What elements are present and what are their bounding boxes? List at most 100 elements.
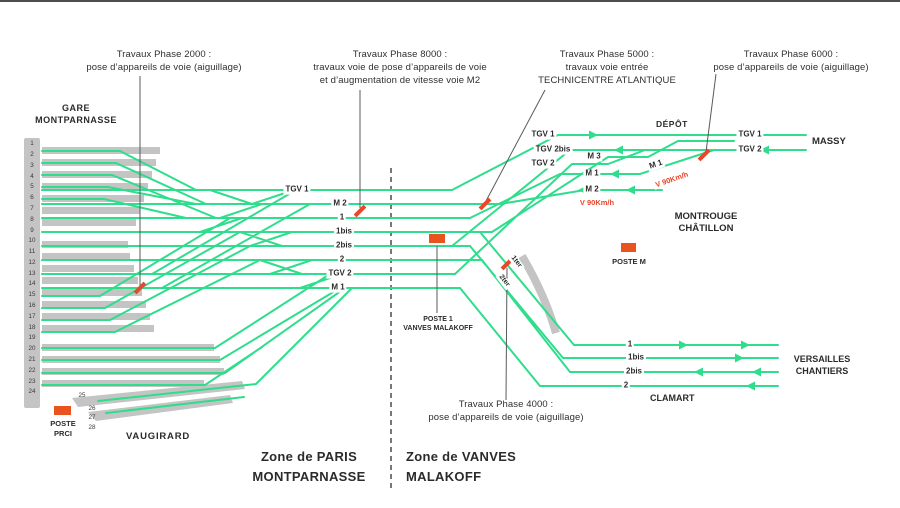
track-network <box>41 134 807 414</box>
annotation-phase-8000: Travaux Phase 8000 : travaux voie de pos… <box>298 49 502 87</box>
annotation-phase-5000-title: Travaux Phase 5000 : <box>559 49 655 60</box>
platform-number: 22 <box>28 367 36 374</box>
platform-number-strip <box>24 138 40 408</box>
zone-paris-line1: Zone de PARIS <box>260 449 358 464</box>
track-label-1-left: 1 <box>337 212 347 223</box>
track-label-1-versailles: 1 <box>625 339 635 350</box>
annotation-phase-4000: Travaux Phase 4000 : pose d’appareils de… <box>408 399 604 425</box>
annotation-phase-8000-title: Travaux Phase 8000 : <box>352 49 448 60</box>
platform-number: 25 <box>78 392 86 399</box>
platform-number: 19 <box>28 334 36 341</box>
poste-1-label: POSTE 1 VANVES MALAKOFF <box>394 315 482 333</box>
platform-number: 24 <box>28 388 36 395</box>
station-gare-line2: MONTPARNASSE <box>35 114 117 125</box>
zone-paris-montparnasse: Zone de PARIS MONTPARNASSE <box>233 447 385 487</box>
platform-number: 9 <box>30 227 34 234</box>
annotation-phase-6000-title: Travaux Phase 6000 : <box>743 49 839 60</box>
vanves-platform-curve <box>518 253 560 335</box>
platform-number: 26 <box>88 405 96 412</box>
annotation-phase-4000-line: pose d’appareils de voie (aiguillage) <box>428 411 584 423</box>
track-label-m1-right: M 1 <box>583 168 601 179</box>
station-gare-line1: GARE <box>61 103 90 113</box>
track-label-tgv2-right: TGV 2 <box>529 158 557 169</box>
platform-number: 8 <box>30 216 34 223</box>
platform-number: 18 <box>28 324 36 331</box>
platform-number: 27 <box>88 414 96 421</box>
platform-number: 14 <box>28 280 36 287</box>
track-label-1bis-versailles: 1bis <box>625 352 647 363</box>
platform-number: 7 <box>30 205 34 212</box>
track-label-m3-right: M 3 <box>585 151 603 162</box>
station-montrouge-line1: MONTROUGE <box>674 211 738 222</box>
track-label-2-left: 2 <box>337 254 347 265</box>
annotation-phase-6000-line: pose d’appareils de voie (aiguillage) <box>713 61 869 73</box>
platform-number: 17 <box>28 313 36 320</box>
track-label-m2-left: M 2 <box>331 198 349 209</box>
top-border-line <box>0 0 900 2</box>
track-label-tgv1-left: TGV 1 <box>283 184 311 195</box>
annotation-phase-8000-line1: travaux voie de pose d’appareils de voie <box>313 61 487 73</box>
speed-limit-label: V 90Km/h <box>577 197 617 208</box>
annotation-leader-lines <box>139 73 717 401</box>
annotation-phase-6000: Travaux Phase 6000 : pose d’appareils de… <box>700 49 882 75</box>
track-label-tgv1-massy: TGV 1 <box>736 129 764 140</box>
annotation-phase-2000-title: Travaux Phase 2000 : <box>116 49 212 60</box>
track-label-2bis-versailles: 2bis <box>623 366 645 377</box>
station-massy: MASSY <box>812 136 846 147</box>
poste-m-label: POSTE M <box>612 257 646 266</box>
track-label-2bis-left: 2bis <box>333 240 355 251</box>
annotation-phase-5000-line1: travaux voie entrée <box>565 61 649 73</box>
station-versailles-line2: CHANTIERS <box>795 365 849 376</box>
platform-number: 5 <box>30 183 34 190</box>
station-montrouge-line2: CHÂTILLON <box>678 223 734 235</box>
track-label-tgv2-left: TGV 2 <box>326 268 354 279</box>
platform-number: 6 <box>30 194 34 201</box>
platform-number: 10 <box>28 237 36 244</box>
track-label-m2-right: M 2 <box>583 184 601 195</box>
work-markers <box>133 148 711 295</box>
poste-prci-line2: PRCI <box>54 428 72 438</box>
zone-vanves-line2: MALAKOFF <box>406 469 482 485</box>
platform-number: 12 <box>28 259 36 266</box>
poste-prci-box <box>54 406 71 415</box>
leader-phase-4000 <box>505 267 508 401</box>
platform-number: 2 <box>30 151 34 158</box>
work-marker-5000 <box>478 197 492 211</box>
poste-1-line2: VANVES MALAKOFF <box>403 325 473 333</box>
poste-boxes <box>54 234 636 415</box>
station-versailles-chantiers: VERSAILLES CHANTIERS <box>780 354 864 377</box>
platform-number: 11 <box>28 248 36 255</box>
leader-phase-6000 <box>705 73 717 153</box>
poste-1-line1: POSTE 1 <box>423 316 453 323</box>
poste-1-box <box>429 234 445 243</box>
platform-number: 16 <box>28 302 36 309</box>
station-depot: DÉPÔT <box>656 119 688 129</box>
track-network-paris <box>41 150 501 414</box>
annotation-phase-8000-line2: et d’augmentation de vitesse voie M2 <box>319 74 481 86</box>
platform-number: 13 <box>28 270 36 277</box>
zone-paris-line2: MONTPARNASSE <box>252 469 366 485</box>
platform-number: 23 <box>28 378 36 385</box>
zone-vanves-line1: Zone de VANVES <box>406 449 517 464</box>
annotation-phase-5000-line2: TECHNICENTRE ATLANTIQUE <box>538 74 676 86</box>
platform-number: 1 <box>30 140 34 147</box>
track-label-1bis-left: 1bis <box>333 226 355 237</box>
station-clamart: CLAMART <box>650 393 695 403</box>
platform-number: 3 <box>30 162 34 169</box>
station-montrouge-chatillon: MONTROUGE CHÂTILLON <box>656 211 756 236</box>
platform-number: 21 <box>28 356 36 363</box>
work-marker-2000 <box>133 281 147 295</box>
zone-vanves-malakoff: Zone de VANVES MALAKOFF <box>406 447 516 487</box>
work-marker-8000 <box>353 204 367 218</box>
poste-prci-label: POSTE PRCI <box>40 419 86 439</box>
poste-prci-line1: POSTE <box>50 419 76 428</box>
annotation-phase-2000-line: pose d’appareils de voie (aiguillage) <box>86 61 242 73</box>
station-gare-montparnasse: GARE MONTPARNASSE <box>26 103 126 126</box>
poste-m-box <box>621 243 636 252</box>
annotation-phase-4000-title: Travaux Phase 4000 : <box>458 399 554 410</box>
track-label-tgv2-massy: TGV 2 <box>736 144 764 155</box>
platform-bars <box>42 147 224 387</box>
track-label-tgv1-right: TGV 1 <box>529 129 557 140</box>
